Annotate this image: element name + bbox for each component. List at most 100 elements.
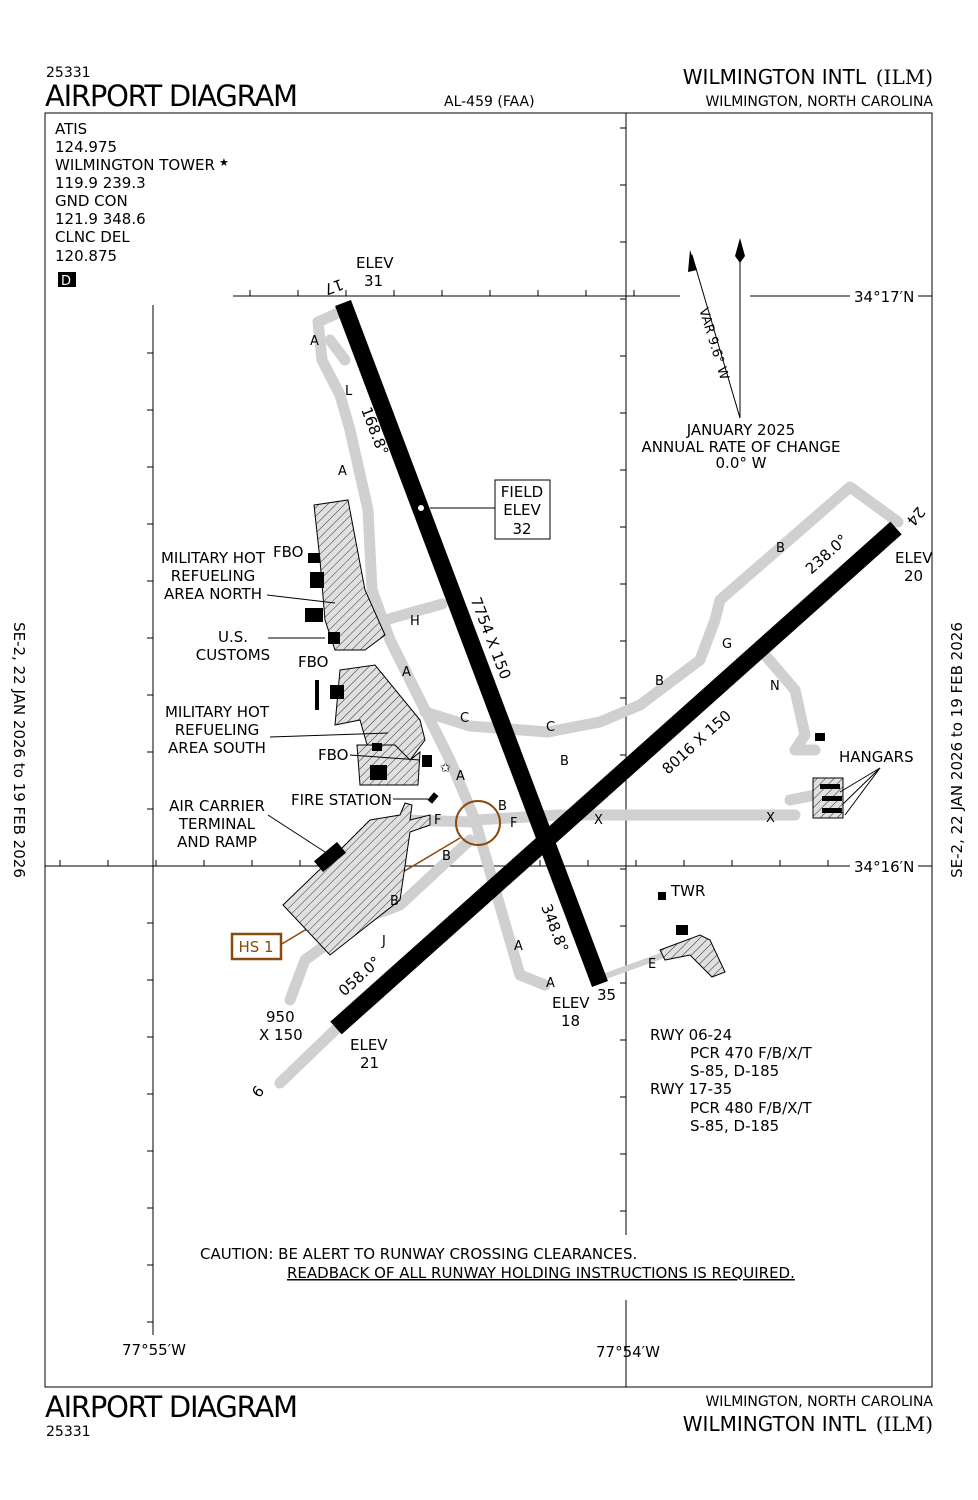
taxiway-label: A [402, 665, 411, 680]
fbo-label-south: FBO [318, 746, 348, 764]
mil-south-label: REFUELING [175, 721, 260, 739]
lat-north-label: 34°17′N [854, 288, 914, 306]
tower-label: TWR [670, 882, 705, 900]
elev-35: 18 [561, 1012, 580, 1030]
field-elev-value: 32 [512, 520, 531, 538]
chart-title: AIRPORT DIAGRAM [45, 79, 298, 113]
pcr-rwy-a: RWY 06-24 [650, 1026, 732, 1044]
hot-spot-box[interactable] [230, 932, 283, 961]
taxiway-label: J [381, 934, 386, 949]
variation-label: VAR 9.6° W [695, 306, 731, 382]
elev-6: 21 [360, 1054, 379, 1072]
hangars-label: HANGARS [839, 748, 914, 766]
taxiway-label: X [594, 813, 603, 828]
runway-6-label: 6 [248, 1082, 268, 1101]
mil-north-label: MILITARY HOT [161, 549, 266, 567]
field-elev-box [494, 479, 551, 540]
elev-6-label: ELEV [350, 1036, 388, 1054]
gnd-label: GND CON [55, 192, 128, 210]
variation-rate-label: ANNUAL RATE OF CHANGE [642, 438, 841, 456]
runway-35-label: 35 [597, 986, 616, 1004]
taxiway-label: A [310, 334, 319, 349]
footer-title: AIRPORT DIAGRAM [45, 1390, 298, 1424]
taxiway-label: H [410, 614, 420, 629]
elev-24-label: ELEV [895, 549, 933, 567]
footer-airport-name: WILMINGTON INTL [683, 1412, 867, 1436]
chart-frame [44, 112, 933, 1388]
taxiway-label: G [722, 637, 732, 652]
taxiway-label: X [766, 811, 775, 826]
fbo-label-mid: FBO [298, 653, 328, 671]
runway-strength-info: RWY 06-24 PCR 470 F/B/X/T S-85, D-185 RW… [650, 1026, 812, 1135]
airspace-class-badge [58, 272, 76, 287]
field-elev-l1: FIELD [501, 483, 543, 501]
variation-date: JANUARY 2025 [686, 421, 795, 439]
runway-6-24[interactable] [330, 521, 902, 1035]
gnd-freq: 121.9 348.6 [55, 210, 146, 228]
airport-name: WILMINGTON INTL [683, 65, 867, 89]
pcr-rwy-a-value: PCR 470 F/B/X/T [690, 1044, 812, 1062]
taxiway-label: C [460, 711, 469, 726]
displaced-length: 950 [266, 1008, 295, 1026]
pcr-rwy-b-weight: S-85, D-185 [690, 1117, 779, 1135]
chart-number: 25331 [46, 65, 91, 81]
airspace-class: D [61, 274, 71, 289]
air-carrier-label: AND RAMP [177, 833, 257, 851]
facility-labels: MILITARY HOT REFUELING AREA NORTH FBO U.… [161, 543, 914, 900]
lon-east-label: 77°54′W [596, 1343, 660, 1361]
lat-lon-grid [45, 113, 932, 1387]
air-carrier-label: TERMINAL [178, 815, 256, 833]
elev-35-label: ELEV [552, 994, 590, 1012]
taxiway-label: A [338, 464, 347, 479]
taxiway-label: B [655, 674, 664, 689]
pcr-rwy-b-value: PCR 480 F/B/X/T [690, 1099, 812, 1117]
elev-24: 20 [904, 567, 923, 585]
elev-17: 31 [364, 272, 383, 290]
field-elev-marker [418, 505, 424, 511]
side-validity-right: SE-2, 22 JAN 2026 to 19 FEB 2026 [948, 622, 966, 878]
taxiway-label: B [560, 754, 569, 769]
field-elev-l2: ELEV [503, 501, 541, 519]
variation-rate: 0.0° W [716, 454, 767, 472]
clnc-freq: 120.875 [55, 247, 117, 265]
procedure-id: AL-459 (FAA) [444, 94, 535, 110]
air-carrier-ramp [282, 802, 431, 956]
buildings [305, 553, 842, 935]
taxiway-label: E [648, 957, 656, 972]
tower-star-icon: ★ [219, 156, 229, 169]
taxiway-labels: A A A A A L H C C B B B B B G N F F X X … [310, 334, 785, 991]
lon-west-label: 77°55′W [122, 1341, 186, 1359]
mil-south-label: AREA SOUTH [168, 739, 266, 757]
east-ramp [659, 934, 726, 978]
tower-freq: 119.9 239.3 [55, 174, 146, 192]
taxiway-label: F [510, 816, 517, 831]
runway-24-label: 24 [903, 503, 929, 529]
hot-spot-label: HS 1 [238, 938, 273, 956]
tower-label: WILMINGTON TOWER [55, 156, 215, 174]
atis-freq: 124.975 [55, 138, 117, 156]
runway-17-35[interactable] [335, 299, 608, 988]
airport-location: WILMINGTON, NORTH CAROLINA [705, 94, 933, 110]
taxiway-label: A [514, 939, 523, 954]
taxiway-label: A [456, 769, 465, 784]
runway-17-label: 17 [322, 275, 346, 298]
footer-airport-id: (ILM) [876, 1412, 933, 1436]
pcr-rwy-b: RWY 17-35 [650, 1080, 732, 1098]
taxiway-label: C [546, 720, 555, 735]
air-carrier-label: AIR CARRIER [169, 797, 265, 815]
frequency-box: ATIS 124.975 WILMINGTON TOWER ★ 119.9 23… [55, 120, 229, 289]
taxiway-label: B [390, 894, 399, 909]
magnetic-variation-arrows [688, 238, 745, 419]
caution-line-1: CAUTION: BE ALERT TO RUNWAY CROSSING CLE… [200, 1245, 637, 1263]
elev-17-label: ELEV [356, 254, 394, 272]
tower-building [658, 892, 666, 900]
customs-label: CUSTOMS [196, 646, 270, 664]
mil-south-label: MILITARY HOT [165, 703, 270, 721]
pcr-rwy-a-weight: S-85, D-185 [690, 1062, 779, 1080]
displaced-width: X 150 [259, 1026, 303, 1044]
taxiway-label: F [434, 813, 441, 828]
mil-north-label: REFUELING [171, 567, 256, 585]
taxiway-label: L [345, 384, 353, 399]
lat-south-label: 34°16′N [854, 858, 914, 876]
